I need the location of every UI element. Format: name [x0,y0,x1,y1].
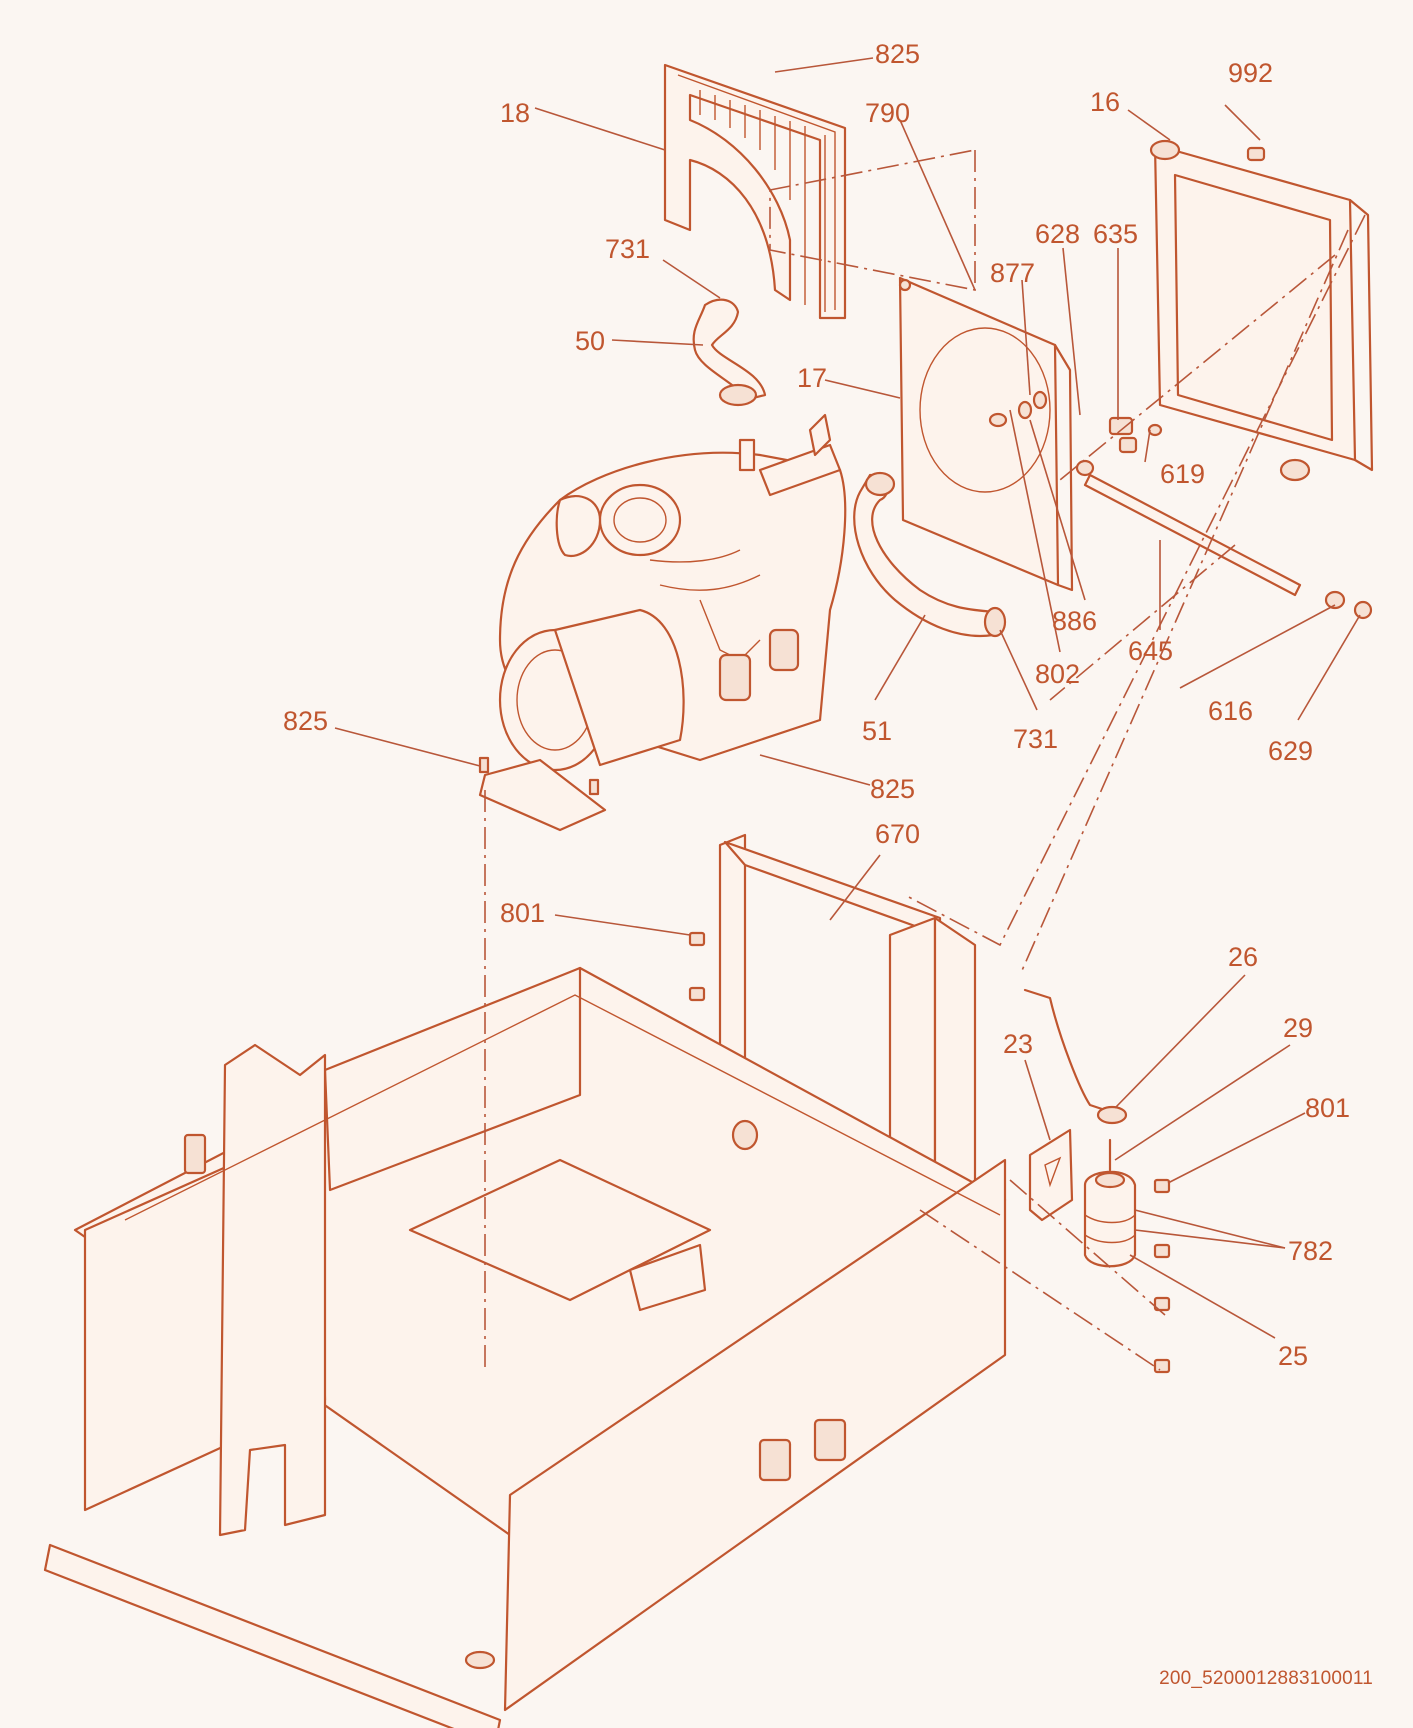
label-801b: 801 [1305,1093,1350,1123]
label-635: 635 [1093,219,1138,249]
label-731a: 731 [605,234,650,264]
label-825b: 825 [283,706,328,736]
label-782: 782 [1288,1236,1333,1266]
label-670: 670 [875,819,920,849]
label-50: 50 [575,326,605,356]
label-628: 628 [1035,219,1080,249]
leader-lines [334,57,1361,1339]
label-18: 18 [500,98,530,128]
radiator-part [1149,139,1374,482]
tank-bracket-part [1028,1128,1074,1222]
label-825c: 825 [870,774,915,804]
alignment-lines [484,149,1366,1371]
label-51: 51 [862,716,892,746]
label-877: 877 [990,258,1035,288]
label-992: 992 [1228,58,1273,88]
document-id: 200_5200012883100011 [1159,1668,1373,1689]
label-619: 619 [1160,459,1205,489]
label-616: 616 [1208,696,1253,726]
label-17: 17 [797,363,827,393]
label-26: 26 [1228,942,1258,972]
label-790: 790 [865,98,910,128]
callout-labels: 825 790 18 992 16 628 635 877 731 50 17 … [283,39,1350,1371]
fan-shroud-part [898,276,1074,592]
fastener-bolts [688,931,1171,1374]
label-801a: 801 [500,898,545,928]
label-23: 23 [1003,1029,1033,1059]
label-25: 25 [1278,1341,1308,1371]
label-802: 802 [1035,659,1080,689]
engine-assembly [498,413,847,772]
upper-hose-part [692,298,767,407]
label-629: 629 [1268,736,1313,766]
label-886: 886 [1052,606,1097,636]
base-frame-part [43,966,1007,1728]
label-731b: 731 [1013,724,1058,754]
lower-hose-part [853,471,1007,638]
label-16: 16 [1090,87,1120,117]
label-825a: 825 [875,39,920,69]
label-29: 29 [1283,1013,1313,1043]
engine-mount-bracket [478,756,607,832]
overflow-tank-part [1023,988,1137,1268]
label-645: 645 [1128,636,1173,666]
grille-part [663,63,847,320]
